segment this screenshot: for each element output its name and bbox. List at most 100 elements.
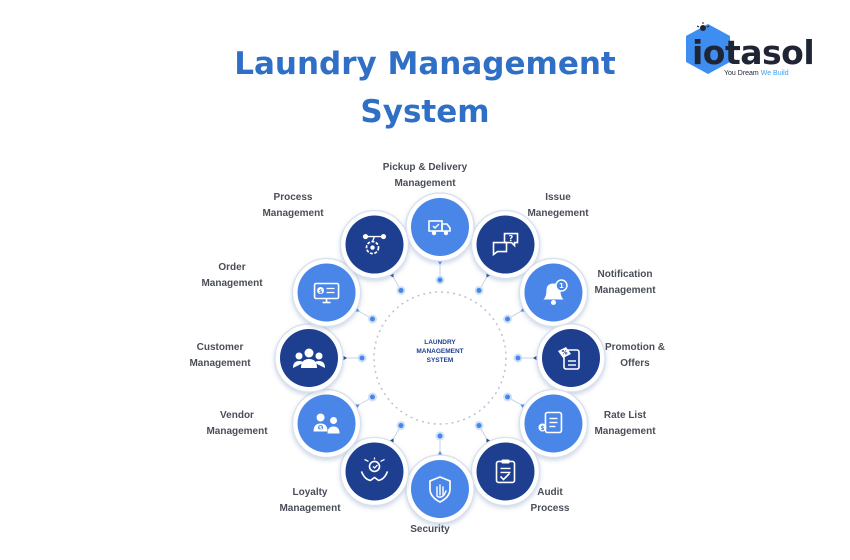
module-label-line-2: Process (530, 503, 570, 514)
module-label-line-1: Order (218, 262, 246, 273)
module-node-customers-group (274, 323, 367, 393)
module-label-line-1: Issue (545, 192, 571, 203)
svg-text:?: ? (509, 234, 514, 243)
discount-tag-icon: % (558, 347, 580, 370)
audit-clipboard-icon (495, 459, 516, 484)
module-node-price-list: $ (503, 388, 589, 459)
module-node-audit-clipboard (470, 421, 541, 507)
node-disc (280, 329, 338, 387)
module-label-line-2: Management (594, 426, 656, 437)
node-disc (297, 394, 356, 453)
module-node-discount-tag: % (513, 323, 606, 393)
logo-tagline: You Dream We Build (724, 70, 789, 77)
logo-tagline-part1: You Dream (724, 70, 759, 77)
center-label: LAUNDRY MANAGEMENT SYSTEM (395, 338, 485, 365)
order-monitor-icon: $ (313, 282, 340, 304)
module-label-discount-tag: Promotion & Offers (570, 340, 700, 372)
module-label-shield-hand: Security (365, 522, 495, 538)
module-label-line-2: Management (262, 208, 324, 219)
bell-icon: 1 (543, 279, 568, 305)
svg-text:$: $ (319, 426, 323, 432)
module-label-line-1: Promotion & (605, 342, 665, 353)
module-label-line-1: Vendor (220, 410, 254, 421)
module-label-line-2: Manegement (527, 208, 589, 219)
module-node-shield-hand (405, 431, 475, 524)
price-list-icon: $ (538, 411, 563, 434)
node-disc (524, 394, 583, 453)
question-chat-icon: ? (492, 232, 519, 257)
node-disc (542, 329, 600, 387)
node-disc (476, 215, 535, 274)
ring-dot (513, 353, 523, 363)
center-label-line-1: LAUNDRY (424, 339, 456, 346)
ring-dot (396, 285, 406, 295)
module-node-question-chat: ? (470, 209, 541, 295)
ring-dot (396, 421, 406, 431)
ring-dot (367, 314, 377, 324)
ring-dot (503, 314, 513, 324)
ring-dot (503, 392, 513, 402)
center-label-line-2: MANAGEMENT (416, 348, 464, 355)
page-title: Laundry Management System (175, 40, 675, 136)
module-label-line-1: Notification (597, 269, 653, 280)
shield-hand-icon (429, 476, 451, 503)
module-label-line-1: Loyalty (292, 487, 328, 498)
delivery-van-icon (428, 220, 451, 236)
loyalty-hands-icon (360, 457, 389, 482)
center-ring (373, 291, 507, 425)
module-label-line-2: Management (189, 358, 251, 369)
module-node-delivery-van (405, 192, 475, 285)
node-disc (411, 198, 469, 256)
vendor-people-icon: $ (313, 413, 340, 434)
module-node-vendor-people: $ (291, 388, 377, 459)
title-line-2: System (360, 94, 490, 130)
ring-dot (367, 392, 377, 402)
customers-group-icon (293, 348, 325, 368)
module-node-bell: 1 (503, 257, 589, 328)
brand-logo: iotasol You Dream We Build (680, 22, 830, 86)
center-label-line-3: SYSTEM (426, 357, 454, 364)
module-label-line-1: Rate List (603, 410, 647, 421)
logo-tagline-part2: We Build (760, 70, 789, 77)
module-node-order-monitor: $ (291, 257, 377, 328)
node-disc (345, 215, 404, 274)
module-label-line-1: Security (410, 524, 450, 535)
ring-dot (474, 421, 484, 431)
module-label-line-1: Pickup & Delivery (382, 162, 468, 173)
module-label-line-2: Management (394, 178, 456, 189)
module-label-line-1: Audit (537, 487, 563, 498)
module-label-line-1: Customer (196, 342, 244, 353)
process-gear-icon (362, 233, 387, 255)
logo-hexagon-icon (686, 22, 730, 74)
ring-dot (435, 275, 445, 285)
ring-dot (474, 285, 484, 295)
node-disc (476, 442, 535, 501)
svg-text:1: 1 (559, 282, 564, 290)
module-label-line-2: Management (201, 278, 263, 289)
ring-dot (357, 353, 367, 363)
module-label-line-1: Process (273, 192, 313, 203)
svg-text:$: $ (319, 289, 323, 295)
title-line-1: Laundry Management (234, 46, 616, 82)
module-label-line-2: Management (279, 503, 341, 514)
module-label-line-2: Management (206, 426, 268, 437)
module-label-line-2: Offers (620, 358, 650, 369)
svg-text:%: % (561, 350, 567, 357)
module-label-line-2: Management (594, 285, 656, 296)
ring-dot (435, 431, 445, 441)
module-node-process-gear (339, 209, 410, 295)
logo-wordmark: iotasol (692, 33, 815, 72)
module-node-loyalty-hands (339, 421, 410, 507)
svg-text:$: $ (540, 425, 544, 432)
